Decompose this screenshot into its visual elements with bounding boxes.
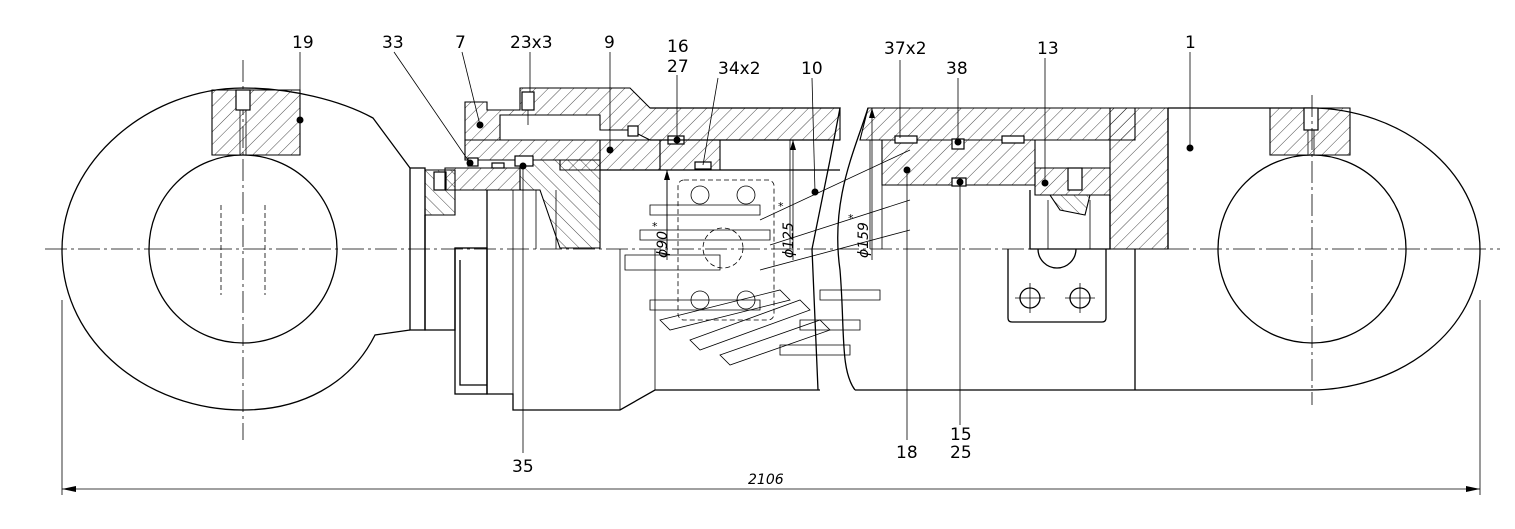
callout-35: 35 xyxy=(512,457,534,477)
callout-1: 1 xyxy=(1185,33,1196,53)
port-schematic xyxy=(624,149,911,366)
callout-leaders xyxy=(296,51,1194,453)
dim-d159: ϕ159 xyxy=(856,222,872,258)
callout-15: 15 xyxy=(950,425,972,445)
rod-neck xyxy=(409,167,488,395)
dim-d125-star: * xyxy=(778,200,784,213)
callout-27: 27 xyxy=(667,57,689,77)
callout-33: 33 xyxy=(382,33,404,53)
dim-d125: ϕ125 xyxy=(781,222,797,258)
overall-length-dimension: 2106 xyxy=(61,300,1481,495)
callout-37x2: 37x2 xyxy=(884,39,927,59)
callout-labels: 19 33 7 23x3 9 16 27 34x2 10 37x2 38 13 … xyxy=(292,33,1196,477)
callout-9: 9 xyxy=(604,33,615,53)
callout-16: 16 xyxy=(667,37,689,57)
rod-eye xyxy=(61,60,411,440)
dim-overall-length: 2106 xyxy=(748,472,784,488)
dim-d90: ϕ90 xyxy=(655,231,671,258)
callout-10: 10 xyxy=(801,59,823,79)
cylinder-bottom xyxy=(1109,107,1169,390)
callout-25: 25 xyxy=(950,443,972,463)
bottom-lug xyxy=(1007,248,1107,323)
gland-assembly xyxy=(444,87,841,249)
piston-nut xyxy=(1029,167,1111,250)
callout-34x2: 34x2 xyxy=(718,59,761,79)
diameter-dimensions: ϕ90 * ϕ125 * ϕ159 * xyxy=(652,108,875,260)
dim-d159-star: * xyxy=(848,212,854,225)
callout-19: 19 xyxy=(292,33,314,53)
callout-38: 38 xyxy=(946,59,968,79)
bottom-eye xyxy=(1135,95,1481,405)
cylinder-tube-right xyxy=(855,107,1136,391)
callout-23x3: 23x3 xyxy=(510,33,553,53)
callout-18: 18 xyxy=(896,443,918,463)
callout-7: 7 xyxy=(455,33,466,53)
piston xyxy=(881,135,1036,249)
dim-d90-star: * xyxy=(652,220,658,233)
break-line xyxy=(837,107,869,391)
callout-13: 13 xyxy=(1037,39,1059,59)
